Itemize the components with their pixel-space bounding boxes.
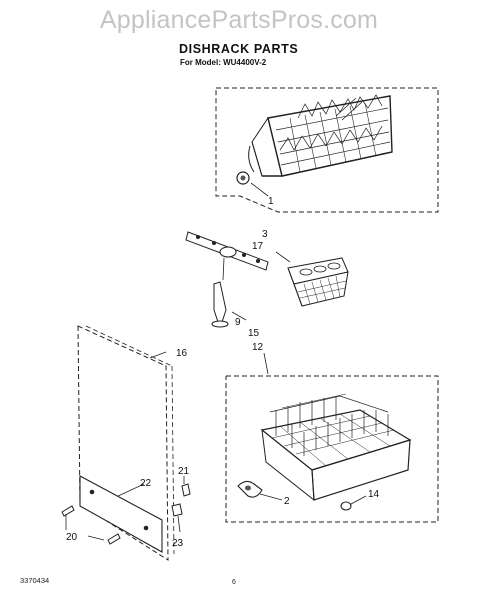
callout-21: 21 [178,466,190,477]
callout-9: 9 [235,317,241,328]
lower-rack-drawing [260,393,412,502]
screw-part-21 [181,476,191,497]
screw-part-23 [171,503,183,533]
model-subtitle: For Model: WU4400V-2 [180,58,267,67]
upper-rack-frame [215,87,439,213]
page-number: 6 [232,579,236,586]
callout-3: 3 [262,229,268,240]
watermark-text: AppliancePartsPros.com [99,6,379,34]
callout-20: 20 [66,532,78,543]
lower-rack-frame [225,375,439,523]
footer-code: 3370434 [20,576,50,585]
callout-22: 22 [140,478,152,489]
callout-15: 15 [248,328,260,339]
callout-23: 23 [172,538,184,549]
lower-rack-group [225,352,439,523]
callout-17: 17 [252,241,264,252]
silverware-basket-drawing [275,251,349,307]
upper-rack-drawing [248,94,393,177]
callout-16: 16 [176,348,188,359]
page-title: DISHRACK PARTS [179,42,299,56]
lower-roller-part-2 [237,480,283,501]
lower-wheel-part-14 [340,495,367,511]
side-panel-part-16 [77,325,175,561]
trim-strip-part-22 [79,475,163,553]
rack-roller-part-1 [236,171,269,197]
screw-part-20 [61,505,121,545]
callout-1: 1 [268,196,274,207]
callout-2: 2 [284,496,290,507]
spray-arm-drawing [185,231,269,328]
upper-rack-group [215,87,439,213]
callout-12: 12 [252,342,264,353]
callout-14: 14 [368,489,380,500]
